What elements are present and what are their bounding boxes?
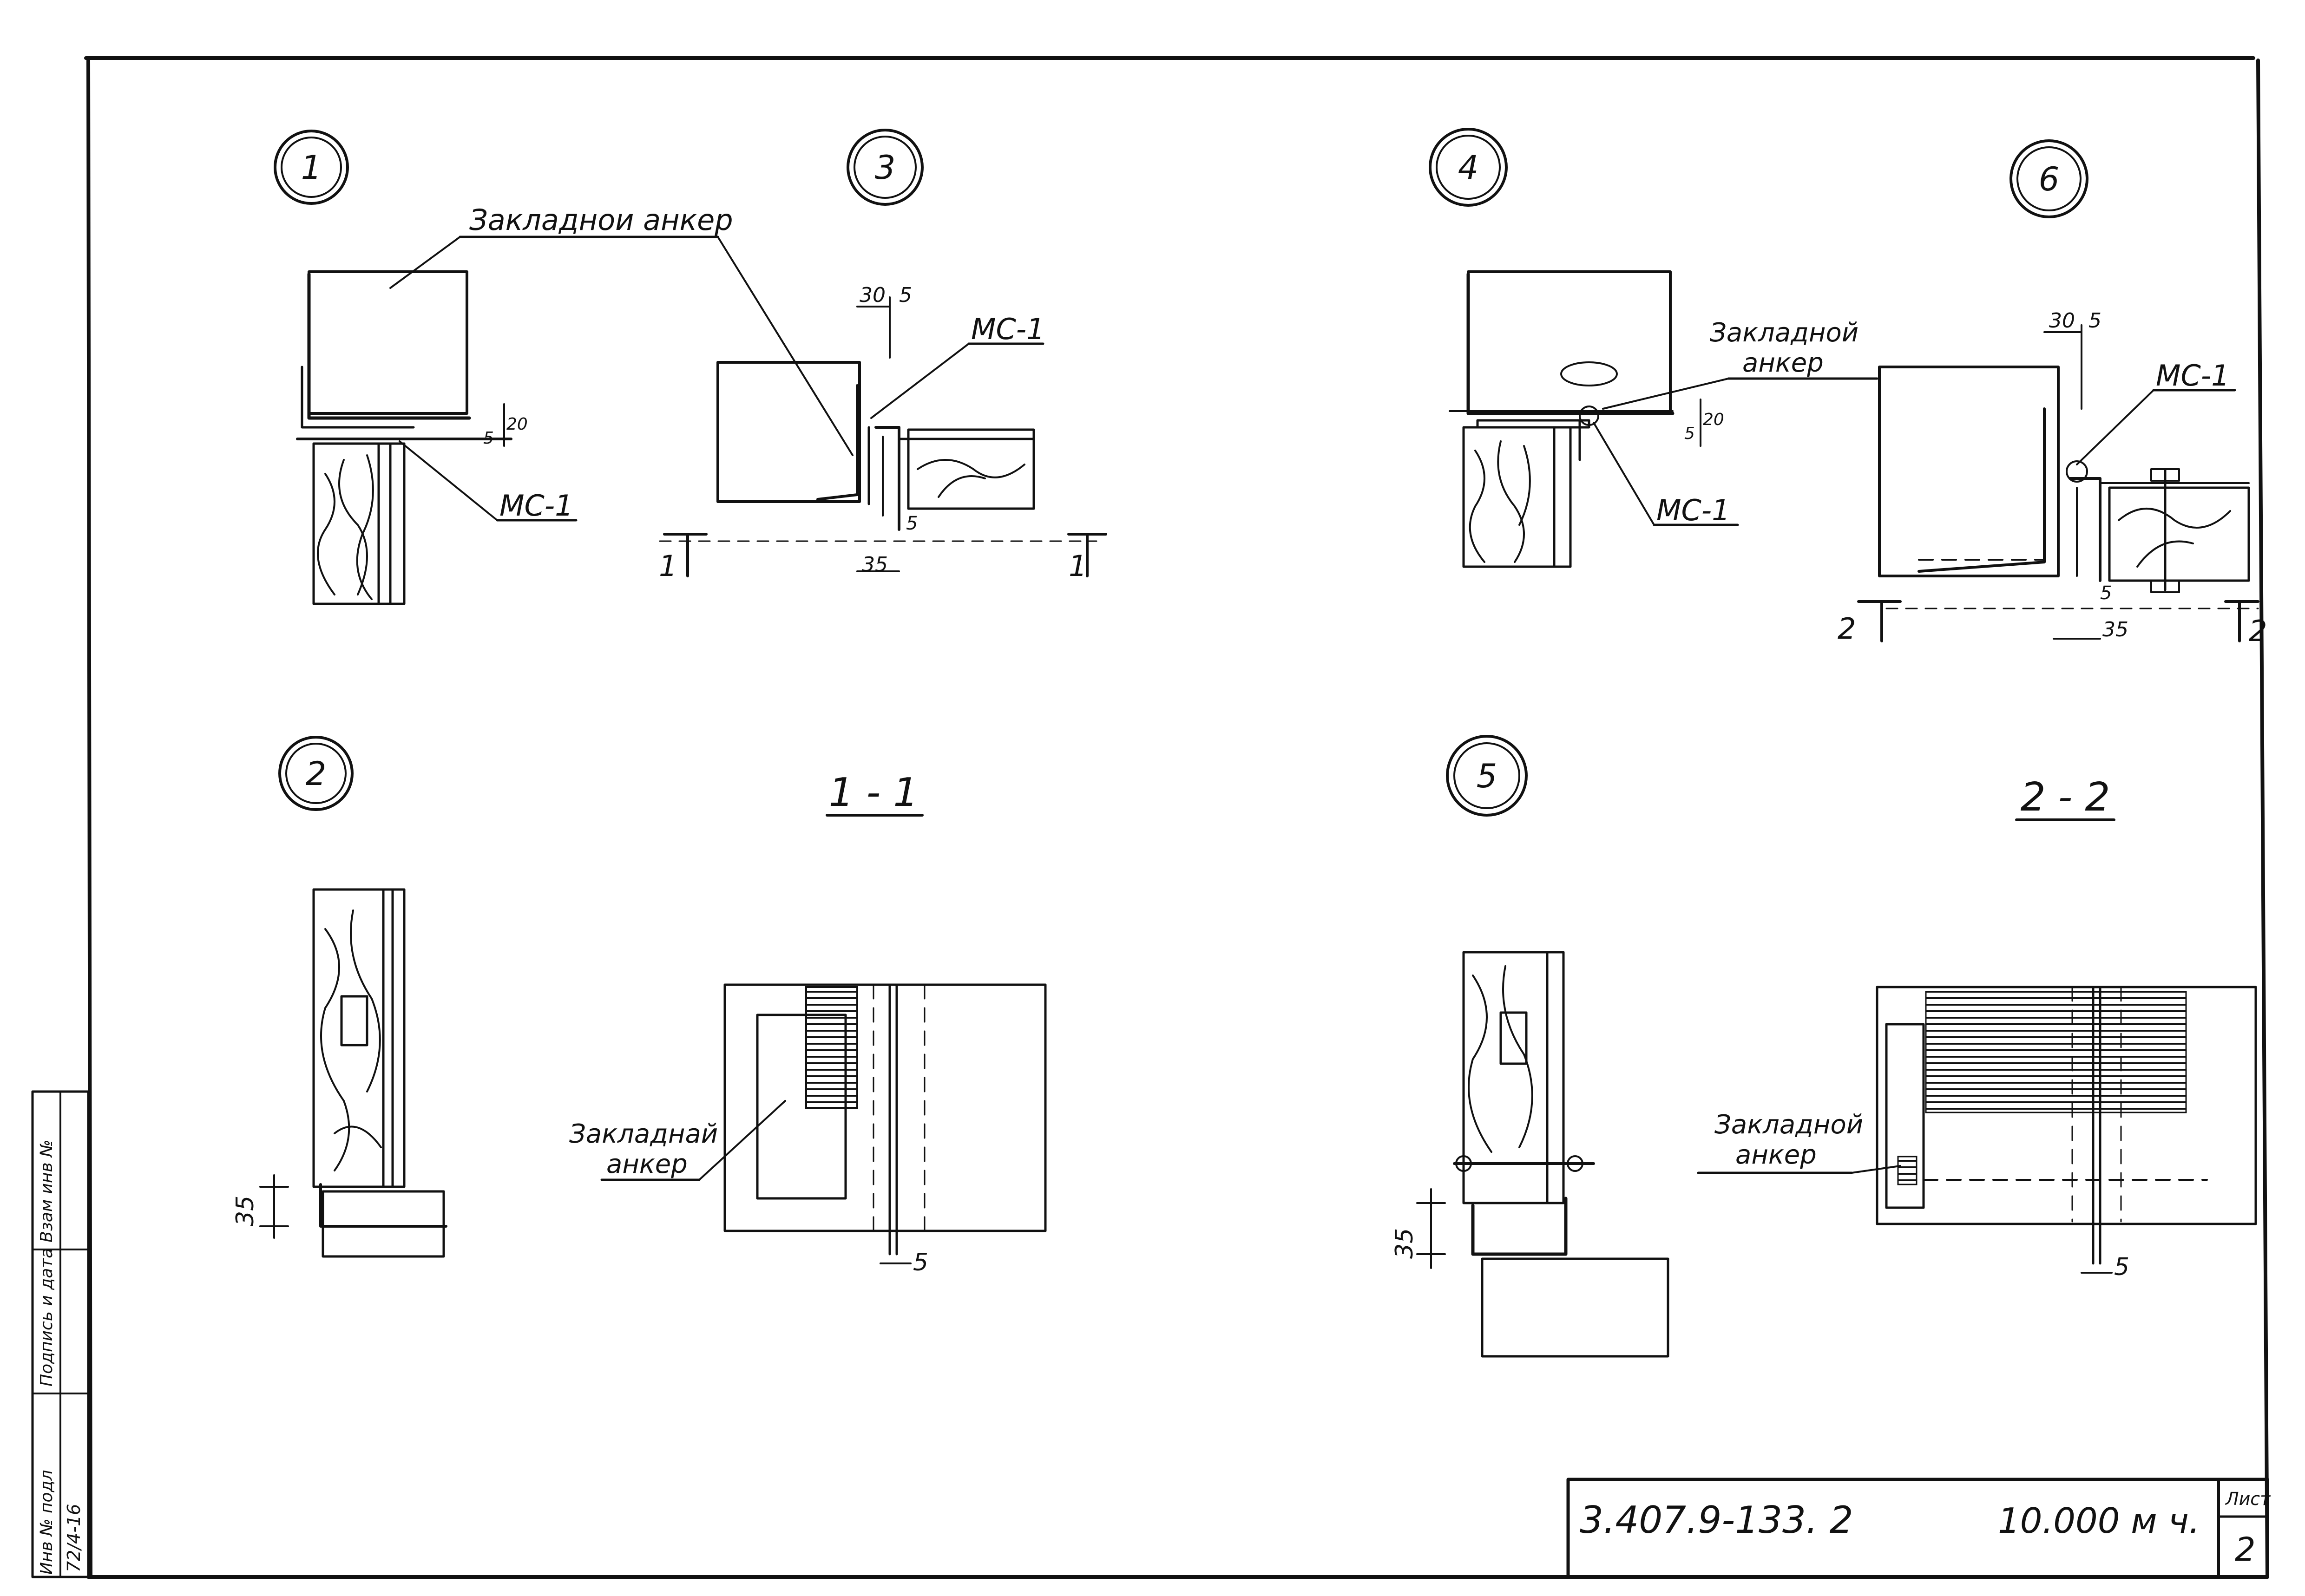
detail-marker-1: 1 <box>274 130 349 205</box>
svg-text:35: 35 <box>2102 618 2128 641</box>
svg-text:Закладной: Закладной <box>1710 318 1858 348</box>
svg-text:МС-1: МС-1 <box>1656 493 1730 527</box>
svg-text:5: 5 <box>899 283 912 307</box>
svg-text:анкер: анкер <box>1742 348 1824 378</box>
title-block: 3.407.9-133. 2 10.000 м ч. Лист 2 <box>1566 1478 2271 1579</box>
anchor-label-mid-right: Закладной анкер <box>1697 1110 1901 1174</box>
mc1-label-d4: МС-1 <box>1593 422 1739 527</box>
svg-text:35: 35 <box>862 553 888 576</box>
svg-text:5: 5 <box>2100 582 2112 604</box>
svg-text:5: 5 <box>483 429 494 448</box>
svg-text:30: 30 <box>2049 309 2075 333</box>
document-edition: 10.000 м ч. <box>1998 1500 2200 1541</box>
detail-4-drawing: 20 5 <box>1449 270 1724 568</box>
anchor-label-mid-left: Закладнай анкер <box>569 1100 786 1181</box>
svg-text:4: 4 <box>1458 149 1479 187</box>
cut-label-2-right: 2 <box>2249 614 2267 648</box>
sheet-frame <box>84 56 2269 1579</box>
detail-marker-2: 2 <box>278 736 354 811</box>
svg-text:6: 6 <box>2039 160 2060 198</box>
detail-2-drawing: 35 <box>231 888 447 1258</box>
svg-text:35: 35 <box>1391 1228 1418 1259</box>
stamp-cell-3: Взам инв № <box>37 1139 56 1243</box>
section-titles: 1 - 1 2 - 2 <box>826 770 2115 821</box>
mc1-label-d1: МС-1 <box>399 440 578 523</box>
cut-label-1-left: 1 <box>659 549 677 583</box>
svg-text:30: 30 <box>860 283 886 307</box>
svg-text:5: 5 <box>906 513 918 534</box>
svg-text:5: 5 <box>2088 309 2101 333</box>
stamp-value: 72/4-16 <box>64 1504 84 1572</box>
svg-text:5: 5 <box>2114 1253 2129 1281</box>
detail-marker-4: 4 <box>1429 128 1508 207</box>
cut-label-2-left: 2 <box>1838 612 1856 646</box>
sheet-label: Лист <box>2225 1489 2271 1509</box>
svg-text:35: 35 <box>231 1196 259 1226</box>
svg-text:5: 5 <box>1684 424 1695 443</box>
mc1-label-d3: МС-1 <box>870 312 1045 419</box>
sheet-number: 2 <box>2235 1531 2256 1569</box>
detail-marker-6: 6 <box>2009 139 2088 218</box>
svg-text:20: 20 <box>506 415 528 434</box>
svg-text:Закладнои анкер: Закладнои анкер <box>469 203 733 237</box>
anchor-label-top-right: Закладной анкер <box>1602 318 1878 410</box>
svg-text:МС-1: МС-1 <box>971 312 1045 346</box>
cut-label-1-right: 1 <box>1069 549 1087 583</box>
section-1-1-drawing: 5 <box>723 983 1047 1276</box>
svg-text:Закладнай: Закладнай <box>569 1119 718 1149</box>
svg-text:анкер: анкер <box>1735 1140 1817 1170</box>
mc1-label-d6: МС-1 <box>2076 359 2236 465</box>
anchor-label-top-left: Закладнои анкер <box>389 203 854 456</box>
detail-marker-5: 5 <box>1446 735 1528 817</box>
stamp-cell-1: Инв № подл <box>37 1470 56 1575</box>
svg-text:2: 2 <box>306 755 327 793</box>
svg-text:МС-1: МС-1 <box>2156 359 2230 392</box>
section-title-2-2: 2 - 2 <box>2021 774 2110 820</box>
detail-marker-3: 3 <box>847 129 924 206</box>
detail-3-drawing: 1 1 30 5 35 5 <box>659 283 1107 583</box>
section-2-2-drawing: 5 <box>1876 986 2257 1281</box>
detail-5-drawing: 35 <box>1391 951 1669 1358</box>
svg-text:Закладной: Закладной <box>1714 1110 1863 1140</box>
svg-text:3: 3 <box>875 149 896 187</box>
svg-text:1: 1 <box>301 149 322 187</box>
svg-text:5: 5 <box>913 1249 928 1276</box>
svg-text:МС-1: МС-1 <box>499 489 573 523</box>
svg-text:5: 5 <box>1477 757 1497 795</box>
detail-6-drawing: 2 2 30 5 35 5 <box>1838 309 2267 648</box>
detail-1-drawing: 20 5 <box>296 270 528 605</box>
svg-text:анкер: анкер <box>606 1149 688 1179</box>
document-code: 3.407.9-133. 2 <box>1580 1498 1853 1542</box>
detail-markers: 1 3 4 6 2 5 <box>274 128 2088 817</box>
stamp-cell-2: Подпись и дата <box>37 1248 56 1387</box>
section-title-1-1: 1 - 1 <box>829 770 919 816</box>
side-stamp: Инв № подл Подпись и дата Взам инв № 72/… <box>31 1090 90 1578</box>
svg-text:20: 20 <box>1703 410 1724 429</box>
